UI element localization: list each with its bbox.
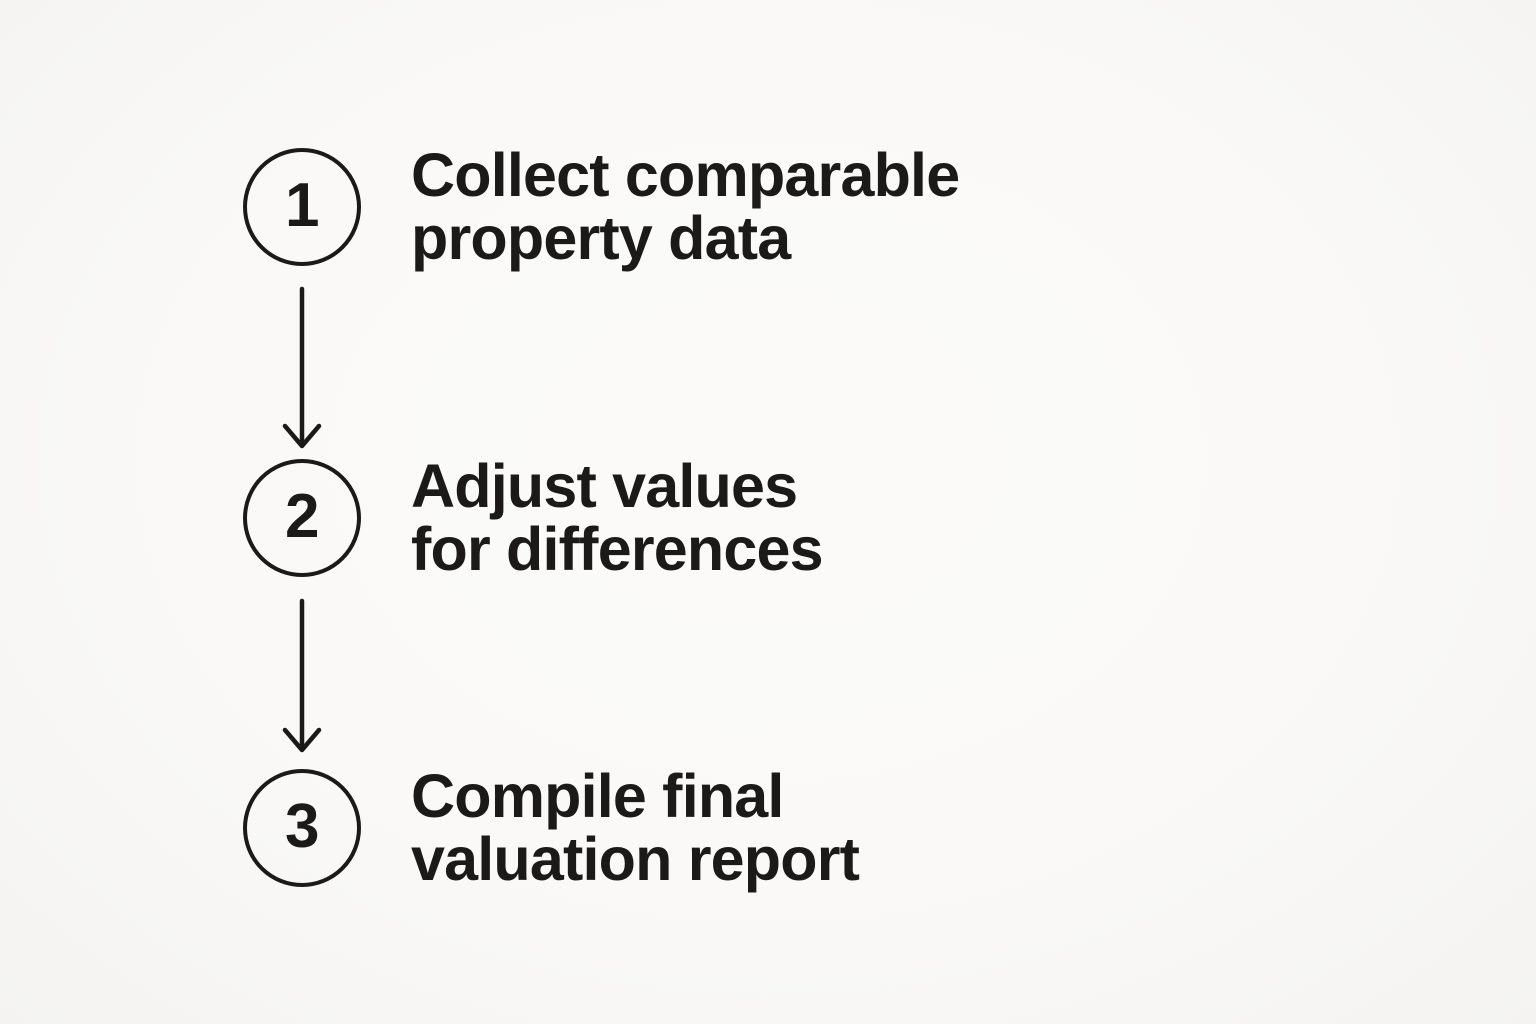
step-1-label: Collect comparable property data (411, 141, 960, 272)
step-2-label-line-2: for differences (411, 515, 824, 583)
step-3-label-line-2: valuation report (411, 825, 860, 893)
step-1-label-line-2: property data (411, 204, 791, 272)
step-3-label-line-1: Compile final (411, 762, 784, 830)
arrow-down-icon (282, 286, 322, 449)
step-2-label: Adjust values for differences (411, 452, 824, 583)
step-1: 1 Collect comparable property data (243, 144, 960, 270)
step-2: 2 Adjust values for differences (243, 455, 824, 581)
step-2-number-badge: 2 (243, 459, 361, 577)
step-2-number: 2 (285, 482, 319, 551)
step-3-number-badge: 3 (243, 769, 361, 887)
step-1-label-line-1: Collect comparable (411, 141, 960, 209)
step-3-label: Compile final valuation report (411, 762, 860, 893)
step-1-number: 1 (285, 171, 319, 240)
step-1-number-badge: 1 (243, 148, 361, 266)
step-2-label-line-1: Adjust values (411, 452, 798, 520)
arrow-down-icon (282, 598, 322, 753)
step-3-number: 3 (285, 792, 319, 861)
step-3: 3 Compile final valuation report (243, 765, 860, 891)
